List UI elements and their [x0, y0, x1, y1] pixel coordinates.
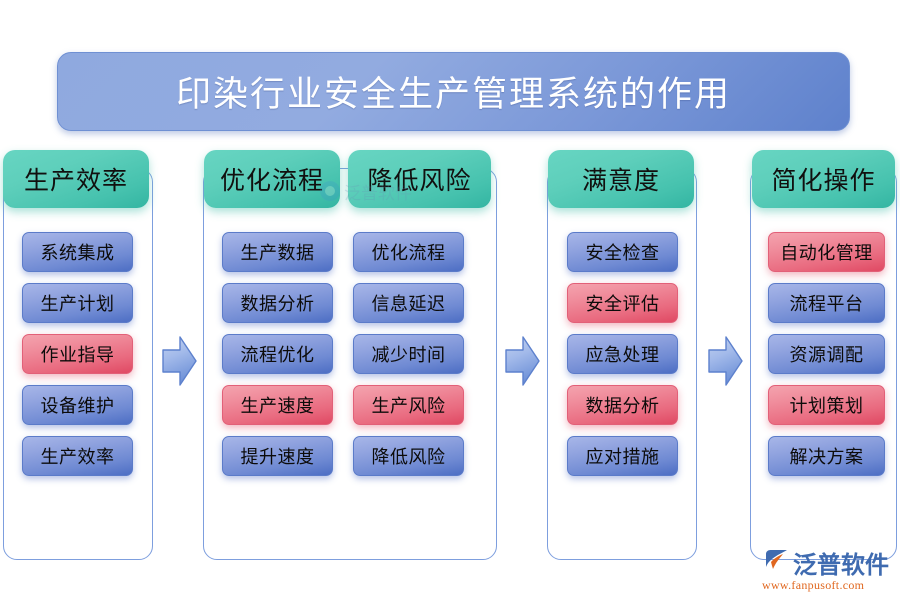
group-header-label: 优化流程 — [219, 168, 324, 195]
item-chip[interactable]: 安全检查 — [567, 232, 678, 272]
item-chip[interactable]: 资源调配 — [768, 334, 885, 374]
item-chip-label: 自动化管理 — [780, 243, 873, 263]
item-chip[interactable]: 设备维护 — [22, 385, 133, 425]
item-chip[interactable]: 系统集成 — [22, 232, 133, 272]
item-chip[interactable]: 生产计划 — [22, 283, 133, 323]
flow-arrow-icon — [159, 332, 199, 390]
item-chip[interactable]: 降低风险 — [353, 436, 464, 476]
diagram-title-banner: 印染行业安全生产管理系统的作用 — [57, 52, 850, 131]
item-chip[interactable]: 自动化管理 — [768, 232, 885, 272]
item-chip[interactable]: 流程平台 — [768, 283, 885, 323]
item-chip[interactable]: 信息延迟 — [353, 283, 464, 323]
item-chip[interactable]: 解决方案 — [768, 436, 885, 476]
item-chip-label: 生产速度 — [240, 396, 315, 416]
brand-logo-row: 泛普软件 — [762, 547, 900, 579]
group-header[interactable]: 优化流程 — [204, 150, 340, 208]
item-chip-label: 设备维护 — [40, 396, 115, 416]
item-chip-label: 提升速度 — [240, 447, 315, 467]
group-header[interactable]: 简化操作 — [752, 150, 895, 208]
item-chip-label: 安全检查 — [585, 243, 660, 263]
group-header[interactable]: 降低风险 — [348, 150, 491, 208]
item-chip-label: 解决方案 — [789, 447, 864, 467]
item-chip-label: 流程平台 — [789, 294, 864, 314]
item-chip-label: 数据分析 — [585, 396, 660, 416]
item-chip-label: 应急处理 — [585, 345, 660, 365]
item-chip-label: 系统集成 — [40, 243, 115, 263]
item-chip[interactable]: 生产风险 — [353, 385, 464, 425]
item-chip[interactable]: 流程优化 — [222, 334, 333, 374]
brand-logo-text: 泛普软件 — [793, 552, 889, 579]
item-chip[interactable]: 作业指导 — [22, 334, 133, 374]
item-chip[interactable]: 生产速度 — [222, 385, 333, 425]
item-chip-label: 优化流程 — [371, 243, 446, 263]
group-header-label: 简化操作 — [771, 168, 876, 195]
page-title: 印染行业安全生产管理系统的作用 — [175, 75, 731, 114]
item-chip-label: 计划策划 — [789, 396, 864, 416]
group-header-label: 满意度 — [581, 168, 660, 195]
item-chip[interactable]: 数据分析 — [222, 283, 333, 323]
item-chip-label: 生产效率 — [40, 447, 115, 467]
item-chip-label: 生产数据 — [240, 243, 315, 263]
item-chip[interactable]: 生产效率 — [22, 436, 133, 476]
item-chip-label: 安全评估 — [585, 294, 660, 314]
flow-arrow-icon — [705, 332, 745, 390]
item-chip-label: 降低风险 — [371, 447, 446, 467]
item-chip-label: 生产风险 — [371, 396, 446, 416]
item-chip-label: 应对措施 — [585, 447, 660, 467]
item-chip[interactable]: 生产数据 — [222, 232, 333, 272]
item-chip-label: 数据分析 — [240, 294, 315, 314]
item-chip[interactable]: 数据分析 — [567, 385, 678, 425]
item-chip[interactable]: 优化流程 — [353, 232, 464, 272]
group-header-label: 生产效率 — [23, 168, 128, 195]
item-chip[interactable]: 提升速度 — [222, 436, 333, 476]
item-chip[interactable]: 应对措施 — [567, 436, 678, 476]
group-header[interactable]: 满意度 — [548, 150, 694, 208]
item-chip[interactable]: 计划策划 — [768, 385, 885, 425]
group-header-label: 降低风险 — [367, 168, 472, 195]
flow-arrow-icon — [502, 332, 542, 390]
item-chip-label: 信息延迟 — [371, 294, 446, 314]
item-chip[interactable]: 应急处理 — [567, 334, 678, 374]
fanpu-leaf-icon — [762, 548, 790, 576]
brand-logo-url: www.fanpusoft.com — [762, 578, 865, 592]
item-chip-label: 资源调配 — [789, 345, 864, 365]
item-chip[interactable]: 安全评估 — [567, 283, 678, 323]
item-chip-label: 生产计划 — [40, 294, 115, 314]
item-chip-label: 流程优化 — [240, 345, 315, 365]
item-chip-label: 减少时间 — [371, 345, 446, 365]
group-header[interactable]: 生产效率 — [3, 150, 149, 208]
item-chip-label: 作业指导 — [40, 345, 115, 365]
item-chip[interactable]: 减少时间 — [353, 334, 464, 374]
brand-logo: 泛普软件 www.fanpusoft.com — [762, 547, 900, 597]
